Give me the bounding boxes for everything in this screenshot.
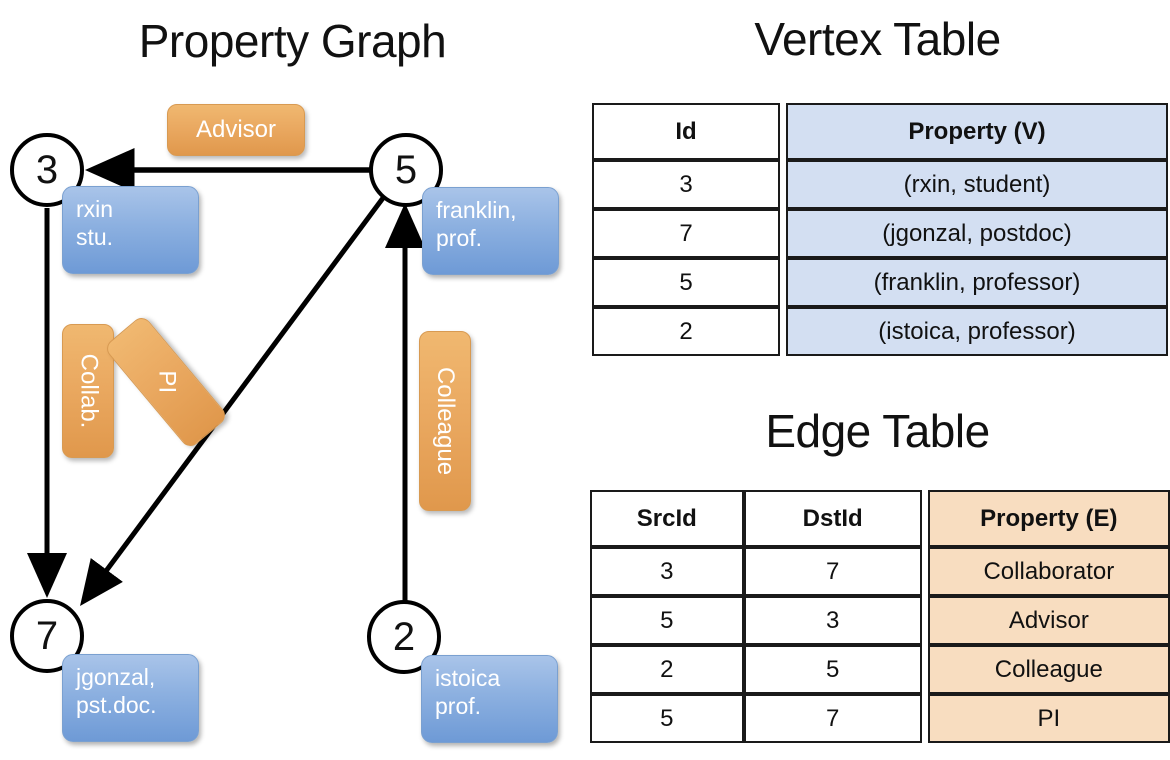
edge-row-2-dst: 5 bbox=[743, 645, 922, 694]
node-property-box-2[interactable]: istoica prof. bbox=[421, 655, 558, 743]
edge-table-col-property: Property (E) bbox=[927, 490, 1170, 547]
edge-row-3-property: PI bbox=[927, 694, 1170, 743]
edge-5-to-7 bbox=[80, 196, 386, 607]
graph-node-2[interactable]: 2 bbox=[367, 600, 441, 674]
edge-table-col-srcid: SrcId bbox=[590, 490, 744, 547]
vertex-row-3-property: (istoica, professor) bbox=[786, 307, 1168, 356]
page-title-vertex-table: Vertex Table bbox=[754, 13, 1001, 65]
vertex-row-2-property: (franklin, professor) bbox=[786, 258, 1168, 307]
vertex-table-col-property: Property (V) bbox=[786, 103, 1168, 160]
vertex-row-1-id: 7 bbox=[592, 209, 780, 258]
vertex-row-3-id: 2 bbox=[592, 307, 780, 356]
property-graph-canvas bbox=[27, 148, 425, 607]
edge-row-3-dst: 7 bbox=[743, 694, 922, 743]
page-title-property-graph: Property Graph bbox=[138, 15, 447, 67]
edge-table-header-row: SrcId DstId Property (E) bbox=[590, 490, 1170, 547]
page-title-edge-table: Edge Table bbox=[765, 405, 990, 457]
vertex-row-2-id: 5 bbox=[592, 258, 780, 307]
edge-label-colleague-text: Colleague bbox=[432, 366, 459, 476]
node-property-box-7[interactable]: jgonzal, pst.doc. bbox=[62, 654, 199, 742]
edge-table-row[interactable]: 5 3 Advisor bbox=[590, 596, 1170, 645]
node-property-2-line2: prof. bbox=[435, 693, 482, 720]
edge-row-1-src: 5 bbox=[590, 596, 744, 645]
node-property-box-3[interactable]: rxin stu. bbox=[62, 186, 199, 274]
node-property-3-line1: rxin bbox=[76, 196, 114, 222]
edge-label-collab-text: Collab. bbox=[75, 353, 102, 429]
vertex-table-row[interactable]: 5 (franklin, professor) bbox=[592, 258, 1168, 307]
vertex-table: Id Property (V) 3 (rxin, student) 7 (jgo… bbox=[592, 103, 1168, 356]
edge-label-pi-text: PI bbox=[153, 370, 180, 394]
edge-row-1-dst: 3 bbox=[743, 596, 922, 645]
graph-node-3-id: 3 bbox=[35, 148, 59, 192]
edge-row-0-property: Collaborator bbox=[927, 547, 1170, 596]
edge-row-2-property: Colleague bbox=[927, 645, 1170, 694]
vertex-table-row[interactable]: 2 (istoica, professor) bbox=[592, 307, 1168, 356]
vertex-table-header-row: Id Property (V) bbox=[592, 103, 1168, 160]
node-property-box-5[interactable]: franklin, prof. bbox=[422, 187, 559, 275]
graph-node-5[interactable]: 5 bbox=[369, 133, 443, 207]
edge-label-colleague[interactable]: Colleague bbox=[419, 331, 471, 511]
edge-table-row[interactable]: 2 5 Colleague bbox=[590, 645, 1170, 694]
edge-label-advisor-text: Advisor bbox=[195, 116, 277, 143]
edge-table-row[interactable]: 3 7 Collaborator bbox=[590, 547, 1170, 596]
node-property-7-line2: pst.doc. bbox=[76, 692, 157, 719]
edge-row-1-property: Advisor bbox=[927, 596, 1170, 645]
node-property-5-line2: prof. bbox=[436, 225, 483, 252]
edge-row-3-src: 5 bbox=[590, 694, 744, 743]
edge-table: SrcId DstId Property (E) 3 7 Collaborato… bbox=[590, 490, 1170, 743]
graph-node-5-id: 5 bbox=[394, 148, 418, 192]
edge-row-0-src: 3 bbox=[590, 547, 744, 596]
vertex-table-col-id: Id bbox=[592, 103, 780, 160]
edge-table-row[interactable]: 5 7 PI bbox=[590, 694, 1170, 743]
graph-node-2-id: 2 bbox=[392, 615, 416, 659]
node-property-7-line1: jgonzal, bbox=[76, 664, 156, 690]
vertex-row-0-id: 3 bbox=[592, 160, 780, 209]
edge-label-collab[interactable]: Collab. bbox=[62, 324, 114, 458]
vertex-table-row[interactable]: 7 (jgonzal, postdoc) bbox=[592, 209, 1168, 258]
vertex-row-0-property: (rxin, student) bbox=[786, 160, 1168, 209]
edge-row-2-src: 2 bbox=[590, 645, 744, 694]
edge-label-advisor[interactable]: Advisor bbox=[167, 104, 305, 156]
vertex-row-1-property: (jgonzal, postdoc) bbox=[786, 209, 1168, 258]
graph-node-7-id: 7 bbox=[35, 614, 59, 658]
node-property-5-line1: franklin, bbox=[436, 197, 517, 223]
edge-table-col-dstid: DstId bbox=[743, 490, 922, 547]
edge-row-0-dst: 7 bbox=[743, 547, 922, 596]
node-property-3-line2: stu. bbox=[76, 224, 114, 251]
node-property-2-line1: istoica bbox=[435, 665, 501, 691]
vertex-table-row[interactable]: 3 (rxin, student) bbox=[592, 160, 1168, 209]
